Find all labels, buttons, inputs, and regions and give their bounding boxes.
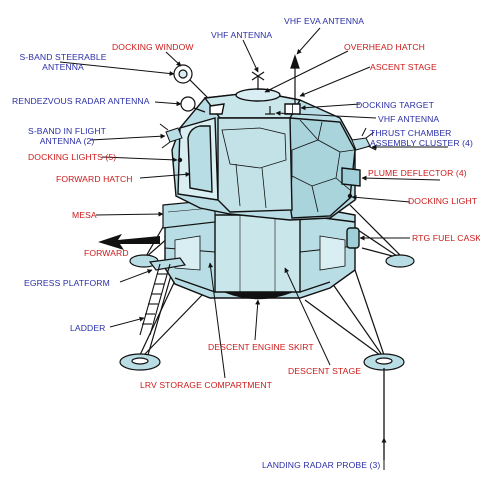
label-thrust-chamber-assembly: THRUST CHAMBER ASSEMBLY CLUSTER (4) — [370, 128, 473, 148]
label-vhf-antenna-right: VHF ANTENNA — [378, 114, 440, 124]
label-mesa: MESA — [72, 210, 97, 220]
label-thrust-chamber-line2: ASSEMBLY CLUSTER (4) — [370, 138, 473, 148]
landing-gear — [139, 204, 401, 356]
label-docking-lights: DOCKING LIGHTS (5) — [28, 152, 117, 162]
label-landing-radar-probe: LANDING RADAR PROBE (3) — [262, 460, 381, 470]
label-plume-deflector: PLUME DEFLECTOR (4) — [368, 168, 467, 178]
label-egress-platform: EGRESS PLATFORM — [24, 278, 110, 288]
label-rendezvous-radar-antenna: RENDEZVOUS RADAR ANTENNA — [12, 96, 150, 106]
label-s-band-steerable-line1: S-BAND STEERABLE — [19, 52, 107, 62]
label-forward-hatch: FORWARD HATCH — [56, 174, 133, 184]
label-ascent-stage: ASCENT STAGE — [370, 62, 437, 72]
label-descent-engine-skirt: DESCENT ENGINE SKIRT — [208, 342, 314, 352]
label-docking-light: DOCKING LIGHT — [408, 196, 478, 206]
leader-arrows — [59, 27, 448, 470]
label-vhf-antenna-top: VHF ANTENNA — [211, 30, 273, 40]
label-s-band-steerable-antenna: S-BAND STEERABLE ANTENNA — [14, 52, 112, 72]
label-vhf-eva-antenna: VHF EVA ANTENNA — [284, 16, 365, 26]
label-s-band-inflight-antenna: S-BAND IN FLIGHT ANTENNA (2) — [22, 126, 112, 146]
label-s-band-steerable-line2: ANTENNA — [42, 62, 84, 72]
label-s-band-inflight-line2: ANTENNA (2) — [39, 136, 95, 146]
label-forward: FORWARD — [84, 248, 129, 258]
vhf-antennas — [251, 54, 300, 115]
label-rtg-fuel-cask: RTG FUEL CASK — [412, 233, 480, 243]
label-ladder: LADDER — [70, 323, 106, 333]
label-thrust-chamber-line1: THRUST CHAMBER — [370, 128, 452, 138]
descent-stage-body — [164, 204, 360, 300]
s-band-steerable-antenna — [173, 64, 209, 99]
label-docking-target: DOCKING TARGET — [356, 100, 434, 110]
label-descent-stage: DESCENT STAGE — [288, 366, 362, 376]
ladder — [139, 263, 171, 336]
label-s-band-inflight-line1: S-BAND IN FLIGHT — [28, 126, 106, 136]
label-lrv-storage-compartment: LRV STORAGE COMPARTMENT — [140, 380, 273, 390]
forward-direction-arrow — [98, 234, 160, 250]
label-docking-window: DOCKING WINDOW — [112, 42, 194, 52]
docking-lights — [177, 157, 353, 199]
ascent-stage-body — [171, 88, 361, 221]
label-overhead-hatch: OVERHEAD HATCH — [344, 42, 425, 52]
